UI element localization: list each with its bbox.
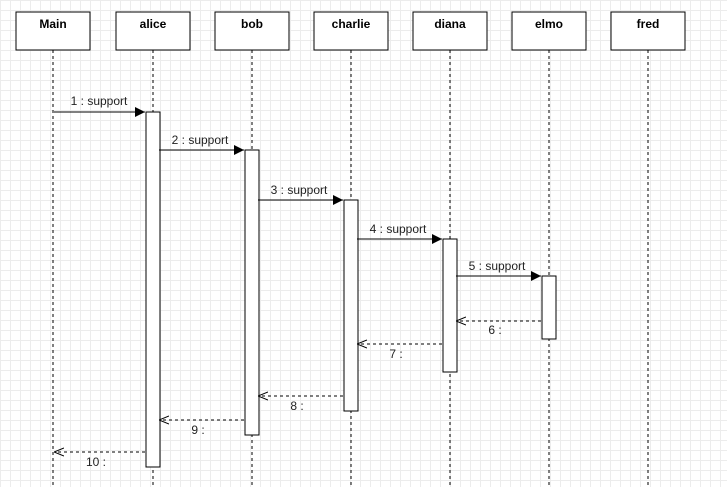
- participant-fred[interactable]: fred: [610, 11, 686, 51]
- message-8[interactable]: 8 :: [258, 396, 343, 413]
- message-2-label: 2 : support: [172, 133, 229, 147]
- participant-fred-label: fred: [637, 17, 660, 31]
- participant-charlie-label: charlie: [332, 17, 371, 31]
- messages: 1 : support 2 : support 3 : support 4 : …: [54, 94, 541, 469]
- participant-elmo-label: elmo: [535, 17, 563, 31]
- participant-main[interactable]: Main: [15, 11, 91, 51]
- participant-alice-label: alice: [140, 17, 167, 31]
- participant-main-label: Main: [39, 17, 66, 31]
- message-9[interactable]: 9 :: [159, 420, 244, 437]
- message-10-label: 10 :: [86, 455, 106, 469]
- activations: [145, 111, 557, 468]
- message-9-label: 9 :: [191, 423, 204, 437]
- message-4[interactable]: 4 : support: [357, 222, 442, 244]
- activation-bob[interactable]: [244, 149, 260, 436]
- message-5-label: 5 : support: [469, 259, 526, 273]
- message-10[interactable]: 10 :: [54, 452, 145, 469]
- participant-bob-label: bob: [241, 17, 263, 31]
- message-2[interactable]: 2 : support: [159, 133, 244, 155]
- message-5[interactable]: 5 : support: [456, 259, 541, 281]
- message-1-label: 1 : support: [71, 94, 128, 108]
- activation-alice[interactable]: [145, 111, 161, 468]
- participant-diana[interactable]: diana: [412, 11, 488, 51]
- message-8-label: 8 :: [290, 399, 303, 413]
- message-6-label: 6 :: [488, 323, 501, 337]
- participant-alice[interactable]: alice: [115, 11, 191, 51]
- participant-charlie[interactable]: charlie: [313, 11, 389, 51]
- activation-diana[interactable]: [442, 238, 458, 373]
- activation-elmo[interactable]: [541, 275, 557, 340]
- participant-bob[interactable]: bob: [214, 11, 290, 51]
- message-1[interactable]: 1 : support: [54, 94, 145, 117]
- message-3[interactable]: 3 : support: [258, 183, 343, 205]
- message-6[interactable]: 6 :: [456, 321, 541, 337]
- participant-diana-label: diana: [434, 17, 466, 31]
- message-7[interactable]: 7 :: [357, 344, 442, 361]
- participant-heads: Main alice bob charlie diana elmo fred: [15, 11, 686, 51]
- participant-elmo[interactable]: elmo: [511, 11, 587, 51]
- message-4-label: 4 : support: [370, 222, 427, 236]
- message-7-label: 7 :: [389, 347, 402, 361]
- message-3-label: 3 : support: [271, 183, 328, 197]
- activation-charlie[interactable]: [343, 199, 359, 412]
